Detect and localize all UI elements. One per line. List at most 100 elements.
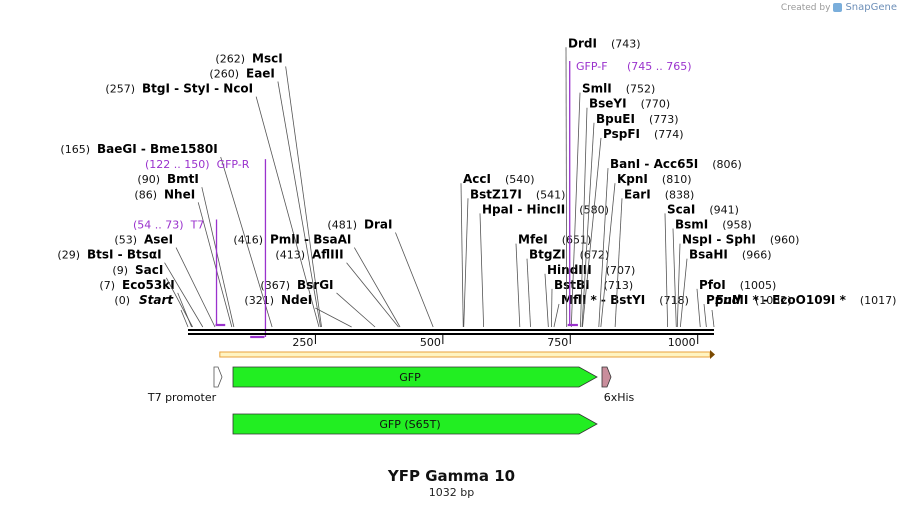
site-btgi-styi-ncoi: (257) BtgI - StyI - NcoI	[105, 82, 320, 328]
site-name: BtsI - BtsαI	[87, 248, 162, 262]
site-position: (838)	[665, 188, 695, 201]
ruler-tick-label: 500	[420, 336, 441, 349]
site-name: PspFI	[603, 127, 640, 141]
site-name: DraI	[364, 218, 392, 232]
site-leader-line	[553, 303, 560, 328]
site-leader-line	[180, 309, 189, 328]
site-name: Eco53kI	[122, 278, 175, 292]
site-end: End (1032)	[711, 293, 792, 328]
feature-t7-promoter: T7 promoter	[147, 366, 223, 404]
feature-label: GFP (S65T)	[379, 418, 440, 431]
site-bseyi: BseYI (770)	[580, 97, 671, 328]
primer-name: GFP-F	[576, 60, 608, 73]
ruler-tick-500: 500	[420, 335, 444, 349]
site-pfoi: PfoI (1005)	[696, 278, 777, 328]
site-position: (1032)	[755, 294, 792, 307]
site-name: BmtI	[167, 172, 199, 186]
site-name: MfeI	[518, 233, 548, 247]
site-name: BsmI	[675, 218, 708, 232]
site-position: (90)	[137, 173, 160, 186]
site-name: HpaI - HincII	[482, 202, 565, 216]
primer-gfp-r: (122 .. 150)GFP-R	[145, 158, 267, 339]
site-position: (367)	[260, 279, 290, 292]
site-position: (541)	[536, 188, 566, 201]
site-name: PmlI - BsaAI	[270, 233, 351, 247]
site-name: EaeI	[246, 67, 275, 81]
site-smli: SmlI (752)	[570, 82, 656, 328]
site-acci: AccI(540)	[460, 172, 535, 328]
site-name: AseI	[144, 233, 173, 247]
site-leader-line	[580, 107, 588, 328]
site-start: (0)Start	[114, 293, 189, 328]
site-leader-line	[664, 213, 669, 328]
site-position: (257)	[105, 83, 135, 96]
site-leader-line	[197, 202, 233, 328]
feature-arrow	[232, 413, 598, 435]
site-name: NheI	[164, 187, 195, 201]
site-position: (752)	[626, 83, 656, 96]
site-ndei: (321)NdeI	[244, 293, 352, 328]
ruler-tick-label: 250	[292, 336, 313, 349]
site-position: (86)	[134, 188, 157, 201]
site-leader-line	[395, 232, 434, 328]
site-kpni: KpnI(810)	[600, 172, 692, 328]
site-scai: ScaI(941)	[664, 202, 739, 328]
site-leader-line	[515, 243, 521, 328]
site-ppumi-ecoo109i: PpuMI * - EcoO109I *(1017)	[703, 293, 896, 328]
site-position: (810)	[662, 173, 692, 186]
site-position: (1005)	[740, 279, 777, 292]
feature-label: 6xHis	[604, 391, 635, 404]
site-position: (262)	[215, 52, 245, 65]
site-name: AflIII	[312, 248, 344, 262]
site-name: End	[715, 293, 741, 307]
site-position: (321)	[244, 294, 274, 307]
orf-track	[219, 350, 715, 359]
feature-label: T7 promoter	[147, 391, 217, 404]
site-name: BtgI - StyI - NcoI	[142, 82, 253, 96]
site-name: PfoI	[699, 278, 726, 292]
site-leader-line	[463, 198, 469, 328]
site-leader-line	[165, 277, 193, 328]
site-msci: (262)MscI	[215, 51, 322, 328]
site-leader-line	[544, 273, 549, 328]
credit-brand: SnapGene	[845, 2, 897, 13]
site-position: (416)	[233, 234, 263, 247]
site-bsrgi: (367)BsrGI	[260, 278, 376, 328]
feature-arrow	[232, 366, 598, 388]
site-leader-line	[201, 187, 235, 328]
snapgene-logo-icon	[833, 3, 843, 12]
site-name: BstZ17I	[470, 187, 522, 201]
plasmid-length: 1032 bp	[428, 486, 475, 499]
site-name: BaeGI - Bme1580I	[97, 142, 218, 156]
site-bstz17i: BstZ17I (541)	[463, 187, 566, 328]
site-position: (413)	[275, 249, 305, 262]
site-bsahi: BsaHI(966)	[679, 248, 772, 328]
credit-prefix: Created by	[780, 2, 831, 13]
site-name: NspI - SphI	[682, 233, 756, 247]
site-pspfi: PspFI(774)	[582, 127, 684, 328]
site-bmti: (90) BmtI	[137, 172, 235, 328]
ruler-tick-1000: 1000	[668, 335, 699, 349]
site-leader-line	[565, 47, 568, 328]
primer-range: (745 .. 765)	[627, 60, 692, 73]
site-leader-line	[679, 258, 688, 328]
site-name: BanI - Acc65I	[610, 157, 698, 171]
site-leader-line	[255, 96, 320, 328]
site-drai: (481)DraI	[327, 218, 434, 328]
site-position: (806)	[712, 158, 742, 171]
site-name: SmlI	[582, 82, 612, 96]
site-btsi-bts-i: (29)BtsI - BtsαI	[57, 248, 204, 328]
site-name: BtgZI	[529, 248, 566, 262]
site-leader-line	[175, 247, 216, 328]
site-name: ScaI	[667, 202, 695, 216]
snapgene-credit: Created by SnapGene	[781, 2, 897, 13]
orf-arrow-head	[710, 350, 715, 359]
site-leader-line	[164, 262, 204, 328]
primer-name: T7	[190, 219, 205, 232]
site-position: (958)	[722, 219, 752, 232]
primer-range: (122 .. 150)	[145, 158, 210, 171]
site-position: (770)	[641, 98, 671, 111]
site-name: BseYI	[589, 97, 627, 111]
